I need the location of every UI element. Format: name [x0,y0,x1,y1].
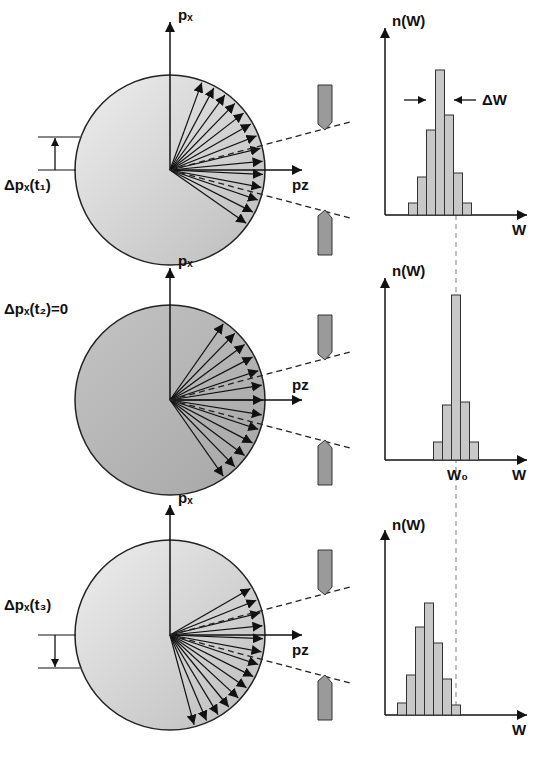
histogram-bar [452,295,461,460]
shift-tick [38,634,76,635]
momentum-vector [170,635,247,688]
histogram-bar [443,679,452,715]
shift-label: Δpₓ(t₂)=0 [4,300,68,318]
momentum-vector [170,170,246,223]
px-axis [169,505,171,635]
momentum-vector [170,635,253,677]
histogram-bar [425,603,434,715]
momentum-vector [170,371,258,400]
axis-label: W [512,466,526,484]
momentum-vector [170,357,253,400]
acceptance-line [170,635,350,683]
momentum-vector [170,88,214,170]
histogram-bar [409,203,418,215]
shift-label: Δpₓ(t₃) [4,596,51,614]
n-axis [384,28,386,215]
px-axis [169,22,171,170]
momentum-vector [170,95,225,170]
shift-tick [38,169,76,170]
axis-label: n(W) [392,12,425,30]
histogram-bar [418,177,427,215]
acceptance-line [170,170,350,218]
histogram-bar [427,130,436,215]
pz-axis [170,399,302,401]
shift-tick [38,136,80,137]
shift-arrow [54,138,55,170]
histogram [398,603,461,715]
histogram-bar [398,703,407,715]
acceptance-line [170,352,350,400]
histogram-bar [461,402,470,460]
slit-electrode [318,210,332,255]
momentum-vector [170,400,235,467]
slit-electrode [318,315,332,360]
momentum-vector [170,400,262,415]
shift-tick [38,667,80,668]
axis-label: pz [292,376,309,394]
momentum-vector [170,400,223,476]
histogram-bar [436,70,445,215]
axis-label: pₓ [178,252,193,270]
pz-axis [170,634,302,636]
histogram-bar [416,627,425,715]
axis-label: pz [292,176,309,194]
momentum-vector [170,333,235,400]
histogram-bar [443,405,452,460]
momentum-vector [170,400,258,429]
momentum-vector [170,83,202,170]
shift-arrow [54,635,55,667]
histogram [434,295,479,460]
slit-electrode [318,675,332,720]
n-axis [384,278,386,460]
width-label: ΔW [482,91,507,109]
slit-electrode [318,440,332,485]
histogram [409,70,472,215]
histogram-bar [452,705,461,715]
acceptance-line [170,122,350,170]
histogram-bar [407,675,416,715]
acceptance-line [170,400,350,448]
axis-label: W [512,721,526,739]
slit-electrode [318,550,332,595]
acceptance-line [170,587,350,635]
histogram-bar [434,643,443,715]
momentum-vector [170,635,258,665]
momentum-vectors [170,83,263,224]
slit-electrode [318,85,332,130]
momentum-vector [170,635,229,707]
axis-label: pₓ [178,6,193,24]
width-arrow [404,99,426,100]
reference-line [455,215,457,715]
pz-axis [170,169,302,171]
momentum-vector [170,113,244,170]
n-axis [384,530,386,715]
momentum-vector [170,400,245,456]
axis-label: W [512,221,526,239]
histogram-bar [463,203,472,215]
axis-label: n(W) [392,516,425,534]
momentum-vector [170,600,256,635]
histogram-bar [445,115,454,215]
momentum-vector [170,324,223,400]
axis-label: n(W) [392,262,425,280]
momentum-vector [170,170,258,200]
histogram-bar [454,173,463,215]
momentum-vector [170,345,245,401]
histogram-bar [434,442,443,460]
momentum-vector [170,103,235,170]
width-arrow [454,99,476,100]
shift-label: Δpₓ(t₁) [4,176,51,194]
peak-label: W₀ [447,466,468,484]
axis-label: pₓ [178,489,193,507]
px-axis [169,268,171,400]
histogram-bar [470,442,479,460]
axis-label: pz [292,641,309,659]
momentum-vector [170,170,253,212]
momentum-vector [170,589,251,636]
